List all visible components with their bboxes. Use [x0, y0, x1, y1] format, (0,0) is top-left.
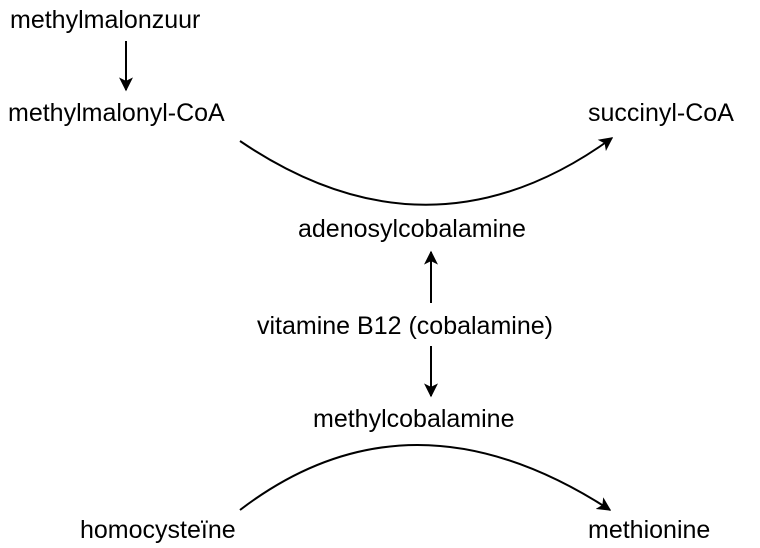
node-methylmalonyl-coa: methylmalonyl-CoA: [8, 99, 225, 127]
node-succinyl-coa: succinyl-CoA: [588, 99, 734, 127]
node-vitamine-b12: vitamine B12 (cobalamine): [257, 312, 553, 340]
node-homocysteine: homocysteïne: [80, 516, 236, 544]
node-adenosylcobalamine: adenosylcobalamine: [298, 215, 526, 243]
arrow-homocysteine-to-methionine: [239, 444, 612, 511]
arrow-methylmalonyl-coa-to-succinyl-coa: [239, 137, 614, 206]
node-methylcobalamine: methylcobalamine: [313, 405, 515, 433]
node-methylmalonzuur: methylmalonzuur: [10, 6, 201, 34]
node-methionine: methionine: [588, 516, 711, 544]
